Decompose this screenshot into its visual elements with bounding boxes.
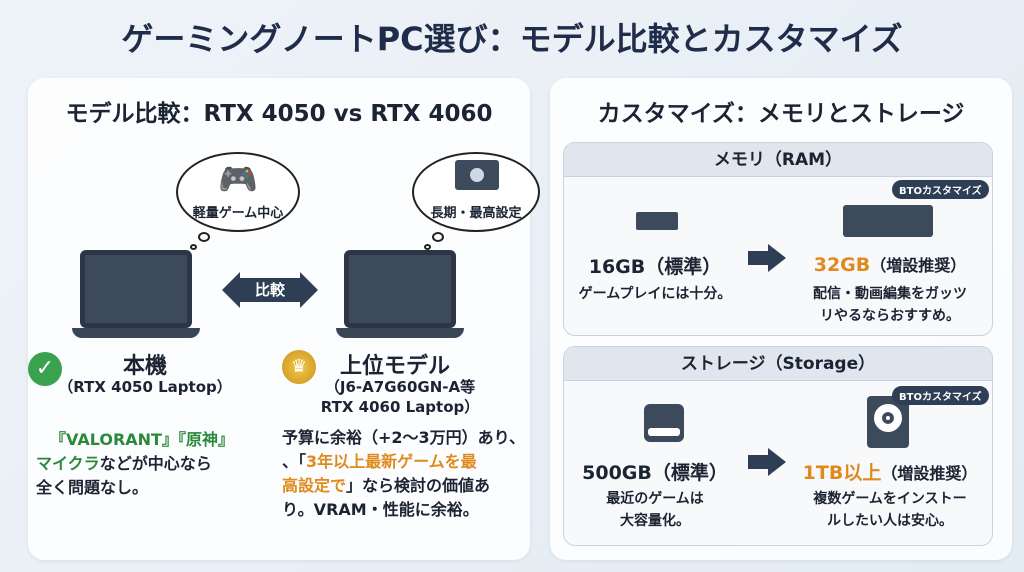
desc-text: 大容量化。 (620, 513, 690, 529)
storage-header: ストレージ（Storage） (564, 347, 992, 381)
arrow-right-icon (748, 244, 786, 272)
base-model-description: 『VALORANT』『原神』 マイクラなどが中心なら 全く問題なし。 (22, 428, 262, 500)
desc-text: 予算に余裕（+2〜3万円）あり、 (282, 428, 526, 447)
desc-text: 」なら検討の価値あ (346, 476, 491, 495)
bto-badge: BTOカスタマイズ (892, 180, 989, 199)
memory-standard-desc: ゲームプレイには十分。 (578, 286, 732, 302)
storage-box: ストレージ（Storage） (563, 346, 993, 546)
desc-text: などが中心なら (99, 454, 212, 473)
memory-standard-value: 16GB（標準） (588, 256, 722, 278)
page-title: ゲーミングノートPC選び：モデル比較とカスタマイズ (121, 20, 903, 58)
base-model-gpu: （RTX 4050 Laptop） (58, 378, 232, 396)
laptop-icon-upper (336, 250, 464, 338)
thought-bubble-light-gaming: 軽量ゲーム中心 (176, 152, 300, 232)
desc-text: 全く問題なし。 (36, 478, 149, 497)
laptop-icon-base (72, 250, 200, 338)
ram-small-icon (636, 212, 678, 230)
bubble-dot (424, 244, 431, 250)
storage-standard-desc: 最近のゲームは大容量化。 (565, 488, 745, 532)
bubble-dot (198, 232, 210, 242)
memory-recommended-label: （増設推奨） (870, 256, 967, 275)
highlight-text: 3年以上最新ゲームを最 (306, 452, 477, 471)
memory-recommended-value: 32GB (813, 254, 871, 276)
memory-recommended-desc: 配信・動画編集をガッツリやるならおすすめ。 (790, 283, 990, 327)
bubble-dot (432, 232, 444, 242)
base-model-name: 本機 (122, 354, 167, 379)
game-valorant: 『VALORANT』 (50, 430, 178, 449)
model-comparison-heading: モデル比較：RTX 4050 vs RTX 4060 (65, 101, 493, 127)
upper-model-sku: （J6-A7G60GN-A等 (324, 378, 476, 396)
graphics-card-icon (455, 160, 499, 190)
gamepad-icon: 🎮 (218, 160, 258, 198)
compare-double-arrow-icon: 比較 (222, 272, 318, 308)
upper-model-gpu: RTX 4060 Laptop） (320, 398, 480, 416)
game-genshin: 『原神』 (177, 430, 234, 449)
upper-model-name: 上位モデル (339, 354, 450, 379)
desc-text: リやるならおすすめ。 (820, 308, 960, 324)
memory-box: メモリ（RAM） (563, 142, 993, 336)
desc-text: 配信・動画編集をガッツ (813, 286, 967, 302)
bubble-label: 長期・最高設定 (430, 206, 522, 221)
bubble-dot (190, 244, 197, 250)
bubble-label: 軽量ゲーム中心 (192, 206, 284, 221)
desc-text: ルしたい人は安心。 (827, 513, 953, 529)
desc-text: り。VRAM・性能に余裕。 (282, 500, 479, 519)
desc-text: 最近のゲームは (606, 491, 704, 507)
crown-icon: ♛ (282, 350, 316, 384)
ssd-icon (644, 404, 684, 442)
game-minecraft: マイクラ (36, 454, 100, 473)
memory-header: メモリ（RAM） (564, 143, 992, 177)
ram-large-icon (843, 205, 933, 237)
storage-standard-value: 500GB（標準） (582, 462, 728, 484)
storage-recommended-value: 1TB以上 (802, 462, 882, 484)
highlight-text: 高設定で (282, 476, 347, 495)
desc-text: 、「 (282, 452, 307, 471)
storage-recommended-label: （増設推奨） (881, 464, 978, 483)
compare-label: 比較 (254, 281, 285, 299)
upper-model-description: 予算に余裕（+2〜3万円）あり、 、「3年以上最新ゲームを最 高設定で」なら検討… (282, 426, 532, 522)
check-icon: ✓ (28, 352, 62, 386)
arrow-right-icon (748, 448, 786, 476)
bto-badge: BTOカスタマイズ (892, 386, 989, 405)
storage-recommended-desc: 複数ゲームをインストールしたい人は安心。 (790, 488, 990, 532)
customize-heading: カスタマイズ：メモリとストレージ (597, 101, 965, 127)
desc-text: 複数ゲームをインストー (813, 491, 967, 507)
